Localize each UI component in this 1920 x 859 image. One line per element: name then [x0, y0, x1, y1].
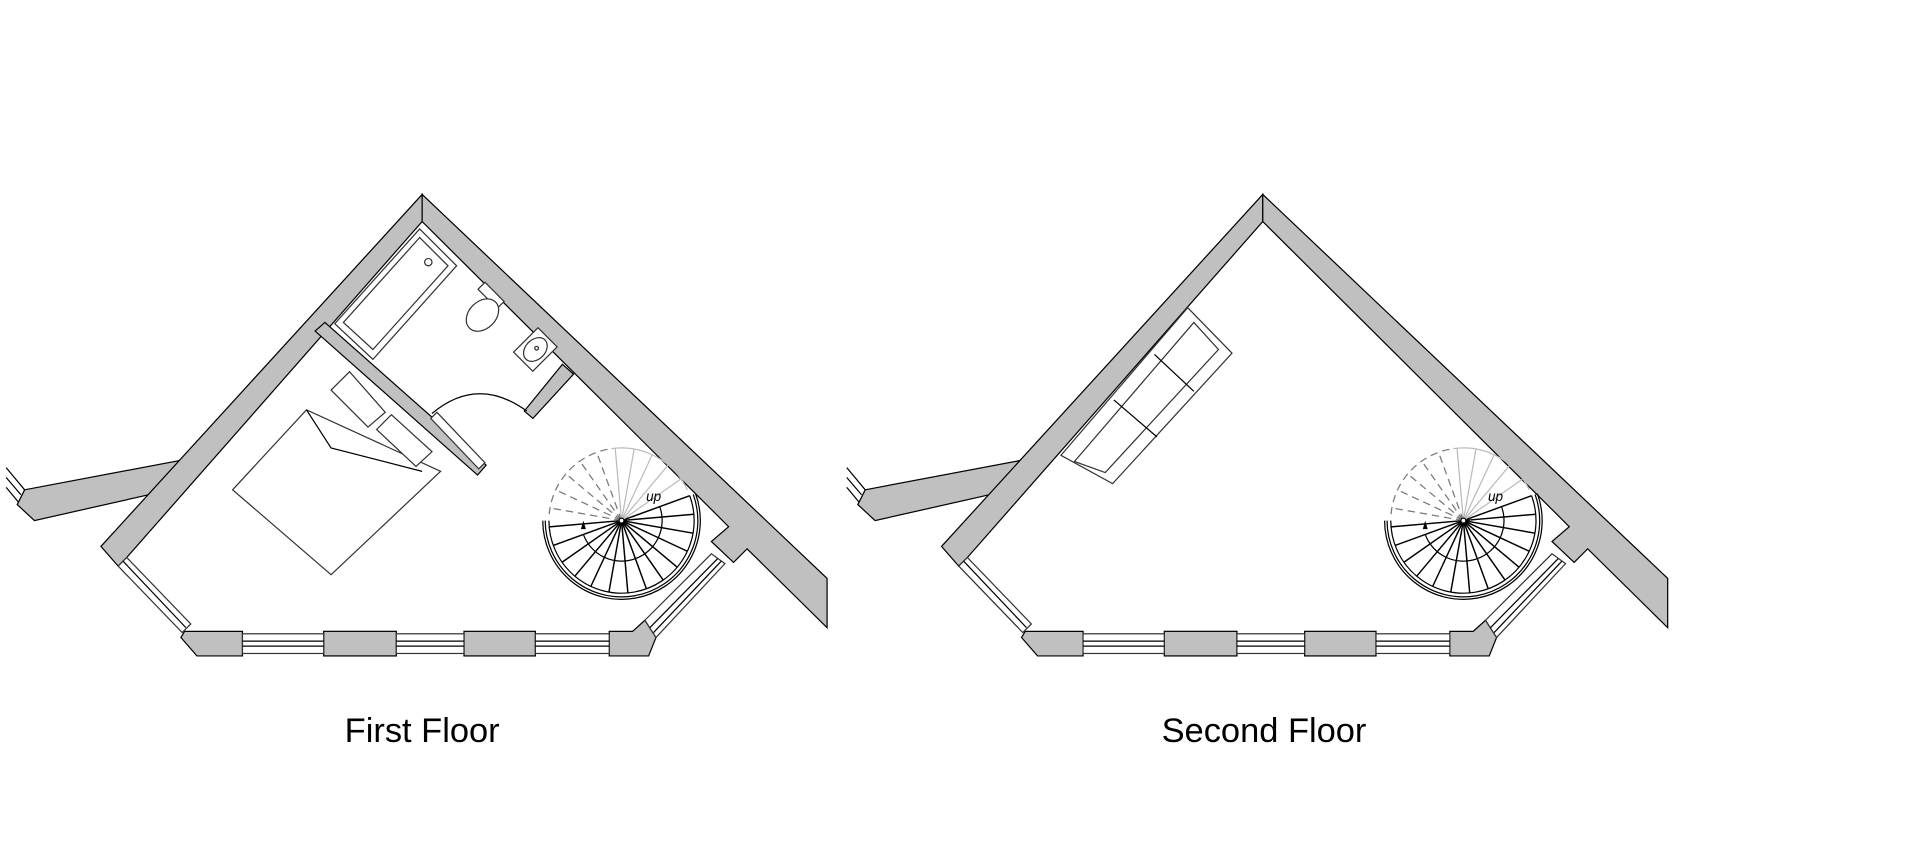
sofa [1059, 306, 1233, 485]
stair-tread [1463, 519, 1530, 552]
stair-tread [574, 520, 623, 577]
bathtub [333, 228, 458, 361]
stair-tread [620, 454, 653, 521]
drain-icon [424, 257, 433, 267]
bathroom-partition-wall [314, 321, 488, 476]
stair-center-post [1460, 517, 1467, 524]
stair-tread [620, 520, 664, 581]
stair-tread [549, 519, 622, 528]
arrow-icon [1422, 520, 1428, 530]
stair-tread [590, 520, 623, 587]
stair-tread [1462, 520, 1506, 581]
stair-tread [614, 448, 623, 521]
spiral-staircase [1384, 447, 1543, 600]
stair-tread [579, 460, 623, 521]
stair-tread [561, 519, 622, 563]
stair-tread [1390, 519, 1464, 528]
stair-dashed-edge [548, 448, 610, 515]
stair-dashed-edge [1390, 448, 1451, 515]
stair-tread [608, 520, 623, 593]
floor-label-second: Second Floor [1162, 712, 1367, 750]
second-floor-walls [846, 193, 1669, 657]
stair-outer-arc [1386, 494, 1541, 598]
stair-tread [553, 519, 622, 547]
first-floor-plan: up First Floor [5, 193, 828, 750]
stair-tread [621, 478, 682, 522]
bathroom-short-wall [523, 363, 575, 420]
stair-tread [620, 520, 629, 593]
second-floor-plan: up Second Floor [846, 193, 1669, 750]
double-bed [231, 370, 442, 576]
stair-upper-edge [611, 447, 688, 491]
stair-tread [1462, 520, 1489, 590]
stair-up-label: up [1488, 489, 1504, 504]
stair-tread [1462, 464, 1511, 521]
stair-tread [1463, 513, 1536, 522]
stair-tread [1463, 478, 1524, 522]
stair-outer-arc [542, 493, 701, 600]
stair-outer-arc [544, 494, 699, 598]
stair-outer-arc [1384, 493, 1543, 600]
stair-tread [621, 464, 669, 521]
toilet [465, 281, 506, 332]
stair-tread [1432, 520, 1465, 587]
sink [512, 326, 559, 373]
stair-tread [621, 519, 688, 552]
stair-tread [1394, 519, 1464, 547]
stair-center-post [618, 517, 625, 524]
stair-tread [1462, 520, 1471, 593]
stair-upper-edge [1453, 447, 1530, 491]
stair-tread [1391, 507, 1464, 522]
stair-tread [1463, 495, 1532, 522]
stair-tread [621, 513, 694, 522]
stair-tread [1421, 460, 1464, 521]
floor-label-first: First Floor [345, 712, 500, 750]
stair-tread [549, 507, 622, 522]
stair-tread [621, 520, 678, 568]
arrow-icon [580, 520, 586, 530]
stair-tread [1403, 519, 1464, 563]
stair-tread [620, 520, 648, 590]
stair-tread [1450, 520, 1465, 593]
stair-tread [1462, 520, 1520, 568]
bathroom-door [429, 393, 528, 470]
stair-tread [1462, 448, 1477, 521]
stair-tread [1456, 448, 1464, 521]
stair-tread [620, 448, 635, 521]
stair-tread [1462, 454, 1495, 521]
stair-up-label: up [646, 489, 662, 504]
stair-tread [1463, 519, 1536, 534]
stair-tread [621, 519, 694, 534]
spiral-staircase [542, 447, 701, 600]
stair-tread [1416, 520, 1464, 577]
stair-tread [621, 495, 691, 522]
